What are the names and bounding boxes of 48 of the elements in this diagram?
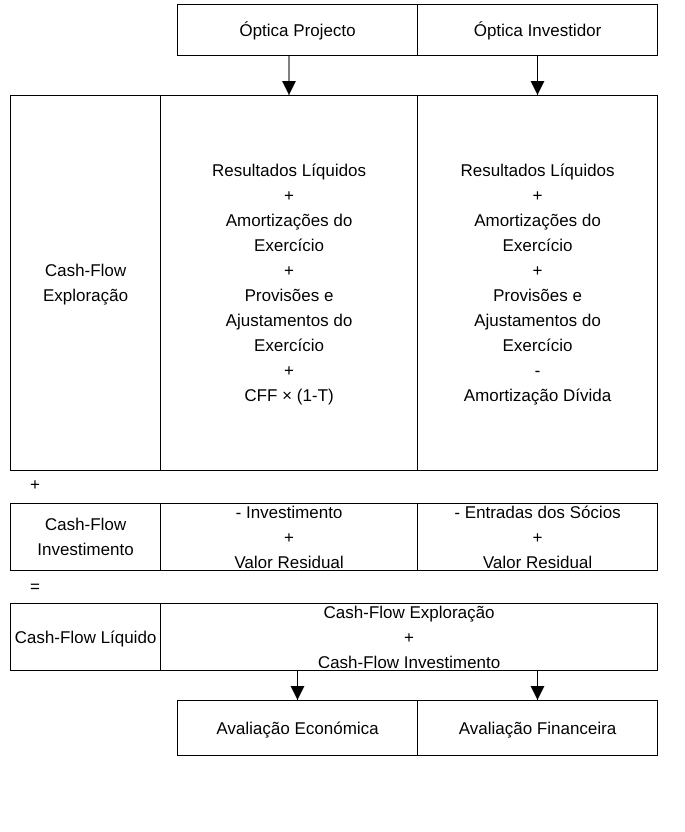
result-cell <box>177 700 418 756</box>
row-header-cell <box>10 95 161 471</box>
cell-text: Amortizações do Exercício <box>473 210 602 257</box>
cell-text: Resultados Líquidos <box>460 160 615 182</box>
formula-cell <box>160 503 418 571</box>
cell-text: - Investimento <box>236 502 342 524</box>
cell-text: Resultados Líquidos <box>212 160 366 182</box>
cell-text: Valor Residual <box>234 552 344 574</box>
cell-text: Óptica Investidor <box>474 20 602 42</box>
cell-text: Cash-Flow Exploração <box>323 602 494 624</box>
arrow <box>530 56 544 96</box>
arrow <box>282 56 296 96</box>
column-header-cell <box>417 4 658 56</box>
arrow <box>530 670 544 700</box>
operator-sign: + <box>284 185 294 207</box>
cell-text: Óptica Projecto <box>239 20 356 42</box>
cell-text: Amortizações do Exercício <box>224 210 354 257</box>
cell-text: Amortização Dívida <box>464 385 612 407</box>
row-header-cell <box>10 503 161 571</box>
column-header-cell <box>177 4 418 56</box>
operator-sign: + <box>404 626 414 648</box>
cell-text: Valor Residual <box>482 552 592 574</box>
formula-cell <box>160 603 658 671</box>
cell-text: Cash-Flow Exploração <box>42 260 130 307</box>
cell-text: Cash-Flow Investimento <box>318 652 500 674</box>
formula-cell <box>160 95 418 471</box>
cell-text: CFF × (1-T) <box>244 385 334 407</box>
cell-text: Provisões e Ajustamentos do Exercício <box>473 285 602 357</box>
operator-sign: + <box>532 526 542 548</box>
operator-sign: + <box>284 360 294 382</box>
operator-sign: + <box>284 526 294 548</box>
cell-text: Avaliação Económica <box>216 718 379 740</box>
cell-text: Cash-Flow Investimento <box>36 514 135 561</box>
row-header-cell <box>10 603 161 671</box>
operator-sign: + <box>532 260 542 282</box>
operator-sign: + <box>30 475 40 495</box>
formula-cell <box>417 95 658 471</box>
arrow <box>290 670 304 700</box>
cell-text: Cash-Flow Líquido <box>14 626 156 648</box>
cell-text: Avaliação Financeira <box>458 718 616 740</box>
operator-sign: - <box>534 360 540 382</box>
operator-sign: + <box>532 185 542 207</box>
cell-text: Provisões e Ajustamentos do Exercício <box>224 285 354 357</box>
formula-cell <box>417 503 658 571</box>
operator-sign: + <box>284 260 294 282</box>
cell-text: - Entradas dos Sócios <box>454 502 621 524</box>
result-cell <box>417 700 658 756</box>
operator-sign: = <box>30 577 40 597</box>
